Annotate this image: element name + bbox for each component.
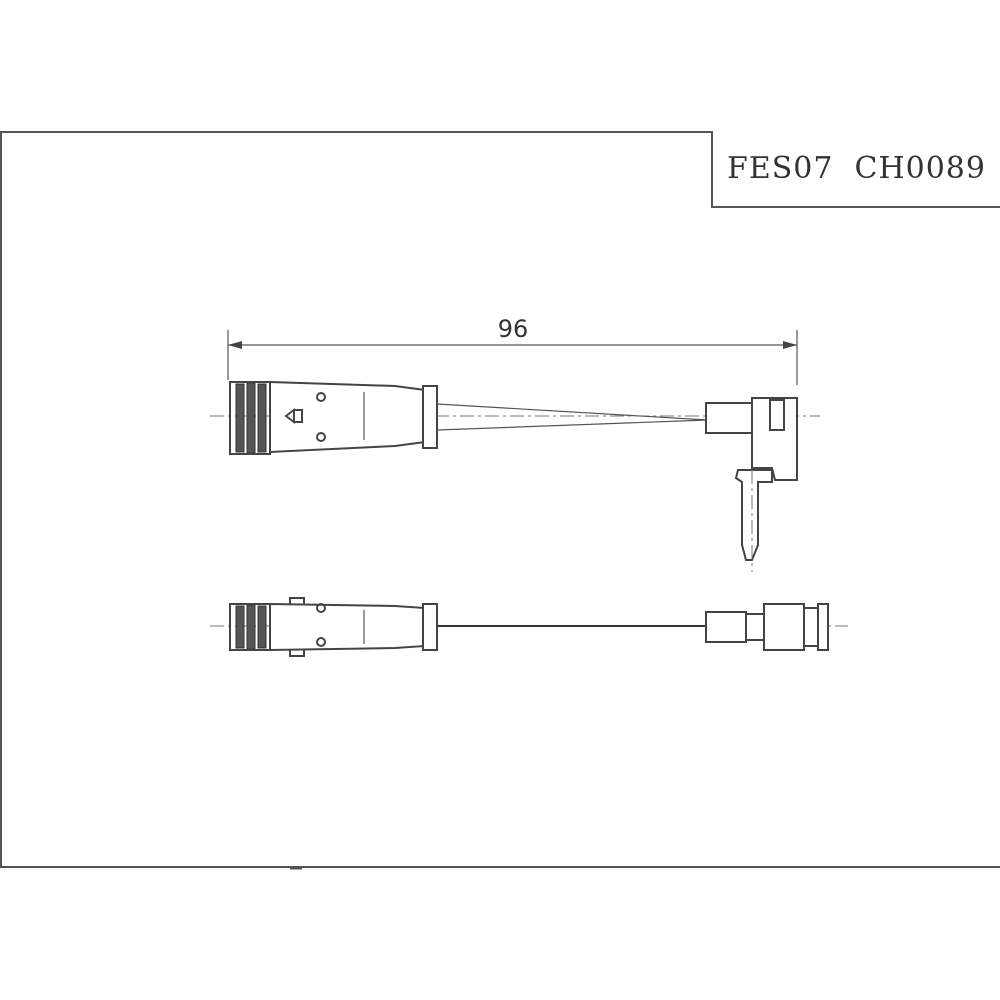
drawing-frame	[0, 131, 1000, 868]
lower-hole-top	[316, 603, 326, 613]
lower-sensor-view	[210, 597, 848, 657]
lower-connector-body	[269, 602, 426, 652]
lower-sensor-step	[745, 613, 765, 641]
upper-sensor-view	[210, 380, 820, 572]
lower-plug-ribs	[229, 603, 271, 651]
lower-sensor-sleeve	[705, 611, 747, 643]
title-block: FES07 CH0089	[711, 131, 1000, 208]
dimension-arrow-left	[228, 341, 242, 349]
dimension-arrow-right	[783, 341, 797, 349]
upper-hole-top	[316, 392, 326, 402]
upper-sensor-probe	[734, 469, 773, 561]
upper-collar	[422, 385, 438, 449]
upper-sensor-cap	[769, 399, 785, 431]
lower-sensor-head	[763, 603, 805, 651]
upper-key-block	[293, 409, 303, 423]
upper-sensor-head	[751, 397, 798, 481]
lower-collar	[422, 603, 438, 651]
lower-hole-bottom	[316, 637, 326, 647]
lower-sensor-flange	[803, 607, 819, 647]
part-number-label: FES07 CH0089	[727, 151, 986, 186]
dimension-value: 96	[498, 315, 529, 343]
upper-plug-ribs	[229, 381, 271, 455]
lower-sensor-tip	[817, 603, 829, 651]
drawing-frame-left-edge	[0, 131, 2, 868]
upper-cable	[436, 403, 709, 431]
dimension-96: 96	[227, 315, 798, 385]
upper-hole-bottom	[316, 432, 326, 442]
upper-sensor-sleeve	[705, 402, 753, 434]
